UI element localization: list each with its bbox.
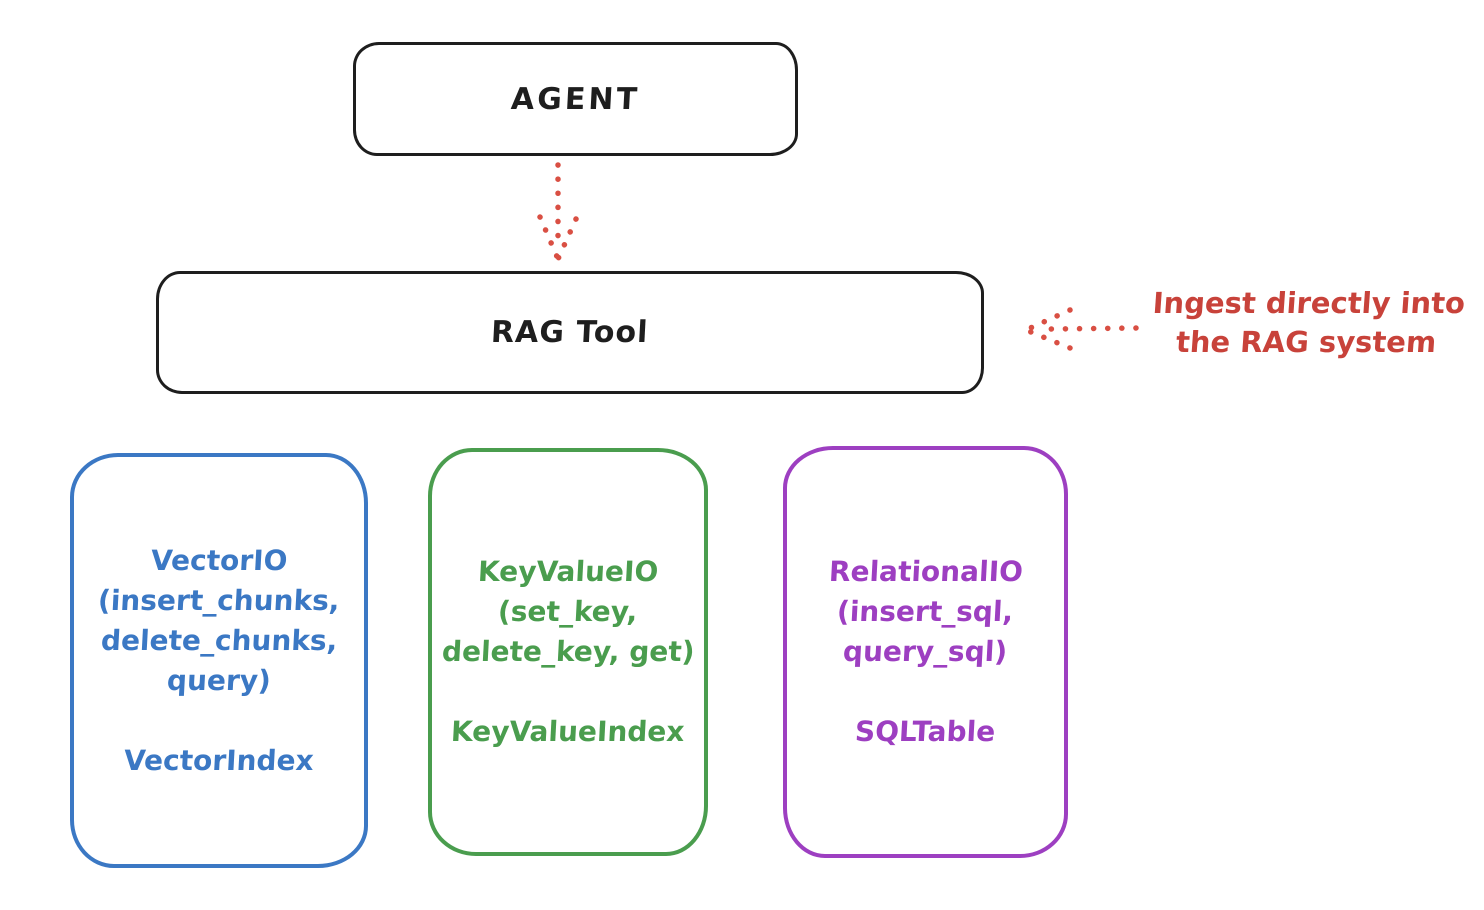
rag-tool-label: RAG Tool xyxy=(490,315,650,350)
arrow-shaft xyxy=(1047,325,1139,332)
arrowhead-left xyxy=(537,214,561,262)
card-line: VectorIO xyxy=(149,543,289,577)
card-line: query_sql) xyxy=(842,635,1009,668)
card-line: delete_key, get) xyxy=(440,635,696,668)
rag-tool-box: RAG Tool xyxy=(156,271,984,394)
card-line: (insert_sql, xyxy=(836,595,1015,628)
card-line: delete_chunks, xyxy=(99,623,339,657)
sql-table-label: SQLTable xyxy=(854,715,997,748)
ingest-annotation-line2: the RAG system xyxy=(1174,325,1438,359)
agent-box: AGENT xyxy=(353,42,798,156)
agent-label: AGENT xyxy=(510,81,641,117)
arrowhead-bottom xyxy=(1023,327,1073,351)
arrowhead-top xyxy=(1023,307,1073,333)
card-line: query) xyxy=(166,663,272,697)
ingest-annotation-line1: Ingest directly into xyxy=(1151,286,1467,320)
arrowhead-right xyxy=(555,216,579,262)
card-line: KeyValueIO xyxy=(477,555,660,588)
ingest-annotation-arrow xyxy=(1023,307,1139,351)
card-line: RelationalIO xyxy=(827,555,1024,588)
keyvalue-io-card: KeyValueIO (set_key, delete_key, get) Ke… xyxy=(428,448,708,856)
agent-to-ragtool-arrow xyxy=(537,162,579,262)
keyvalue-index-label: KeyValueIndex xyxy=(450,715,686,748)
vector-index-label: VectorIndex xyxy=(123,743,315,777)
card-line: (insert_chunks, xyxy=(97,583,341,617)
card-line: (set_key, xyxy=(497,595,639,628)
relational-io-card: RelationalIO (insert_sql, query_sql) SQL… xyxy=(783,446,1068,858)
vector-io-card: VectorIO (insert_chunks, delete_chunks, … xyxy=(70,453,368,868)
ingest-annotation: Ingest directly into the RAG system xyxy=(1137,284,1477,362)
